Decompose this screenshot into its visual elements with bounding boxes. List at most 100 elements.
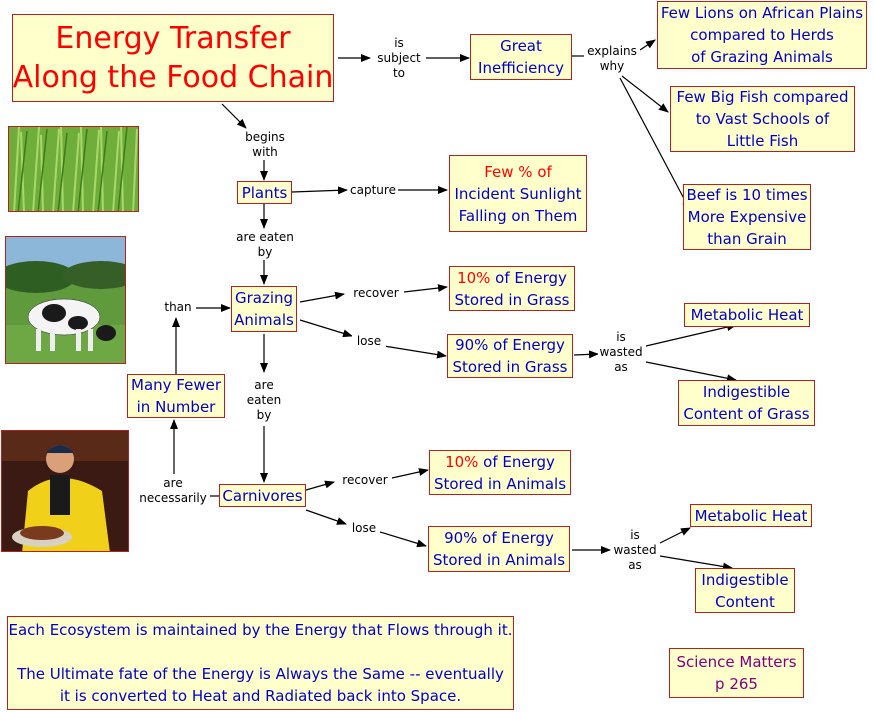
link-is-wasted-as-1: is wasted as (598, 330, 644, 375)
source-line-1: Science Matters (676, 653, 797, 671)
arrow-lose1-90pct (383, 345, 447, 359)
link-are-necessarily: are necessarily (136, 476, 210, 506)
link-capture: capture (348, 183, 398, 198)
is-wasted-as-1-line-2: wasted (599, 345, 643, 359)
arrow-carnivores-recover2 (305, 480, 335, 491)
indigestible-content-line-1: Indigestible (701, 570, 789, 589)
arrow-lose2-90pct (379, 531, 427, 548)
arrow-grazing-recover1 (299, 291, 345, 303)
lose-grass-line-2: Stored in Grass (452, 358, 568, 376)
arrow-explains-beef (619, 77, 691, 211)
source-line-2: p 265 (715, 675, 758, 693)
indigestible-grass-line-2: Content of Grass (683, 405, 810, 423)
link-recover-1: recover (348, 286, 404, 301)
ecosystem-note: Each Ecosystem is maintained by the Ener… (7, 616, 514, 710)
node-few-percent-sunlight: Few % of Incident Sunlight Falling on Th… (449, 155, 587, 232)
are-necessarily-line-2: necessarily (139, 491, 207, 505)
diagram-title: Energy Transfer Along the Food Chain (12, 14, 334, 102)
node-beef: Beef is 10 times More Expensive than Gra… (683, 184, 811, 250)
node-few-big-fish: Few Big Fish compared to Vast Schools of… (670, 86, 855, 152)
arrow-wasted-indigestible2 (659, 555, 733, 571)
node-grazing-animals: Grazing Animals (231, 286, 297, 332)
note-line-1: Each Ecosystem is maintained by the Ener… (8, 621, 513, 639)
link-are-eaten-by-1: are eaten by (232, 230, 298, 260)
few-lions-line-2: compared to Herds (690, 26, 834, 44)
source-citation: Science Matters p 265 (669, 648, 804, 698)
recover-animals-line-1-rest: of Energy (478, 452, 555, 471)
is-wasted-as-1-line-3: as (614, 360, 628, 374)
lose-grass-line-1: 90% of Energy (455, 336, 565, 354)
recover-grass-line-1-rest: of Energy (490, 268, 567, 287)
beef-line-2: More Expensive (687, 208, 807, 226)
recover-grass-red: 10% (457, 268, 491, 287)
arrow-recover1-10pct (403, 284, 448, 293)
is-wasted-as-2-line-1: is (630, 528, 640, 542)
many-fewer-line-1: Many Fewer (131, 376, 221, 394)
grazing-line-1: Grazing (234, 289, 294, 307)
great-inefficiency-line-2: Inefficiency (478, 59, 564, 77)
arrow-wasted-indigestible1 (645, 361, 737, 383)
indigestible-content-line-2: Content (715, 592, 775, 611)
recover-animals-red: 10% (445, 452, 479, 471)
node-90pct-grass: 90% of Energy Stored in Grass (447, 334, 573, 378)
link-begins-with: begins with (240, 130, 290, 160)
note-line-2: The Ultimate fate of the Energy is Alway… (17, 665, 504, 683)
are-eaten-by-2-line-2: eaten (246, 393, 282, 407)
arrow-plants-capture (291, 186, 348, 195)
title-line-2: Along the Food Chain (12, 60, 334, 95)
arrow-explains-fish (621, 75, 669, 113)
explains-why-line-1: explains (587, 44, 637, 58)
is-wasted-as-2-line-2: wasted (613, 543, 657, 557)
are-necessarily-line-1: are (163, 476, 183, 490)
sunlight-line-1: Few % of (484, 161, 552, 183)
indigestible-grass-line-1: Indigestible (702, 383, 791, 401)
sunlight-line-1-rest: of (532, 162, 552, 181)
arrow-carnivores-lose2 (305, 509, 347, 525)
node-10pct-animals: 10% of Energy Stored in Animals (429, 450, 571, 495)
person-eating-photo (1, 430, 129, 552)
metabolic-heat-1-label: Metabolic Heat (690, 306, 804, 324)
is-wasted-as-1-line-1: is (616, 330, 626, 344)
few-lions-line-1: Few Lions on African Plains (660, 4, 864, 22)
grass-image (9, 127, 138, 211)
is-subject-to-line-3: to (392, 66, 406, 80)
grazing-line-2: Animals (234, 311, 294, 329)
is-subject-to-line-2: subject (377, 51, 421, 65)
node-few-lions: Few Lions on African Plains compared to … (657, 1, 867, 69)
link-explains-why: explains why (584, 44, 640, 74)
title-line-1: Energy Transfer (55, 21, 291, 56)
link-is-subject-to: is subject to (372, 36, 426, 81)
lose-animals-line-1: 90% of Energy (444, 529, 554, 547)
node-plants: Plants (237, 181, 292, 204)
few-big-fish-line-2: to Vast Schools of (695, 110, 830, 128)
are-eaten-by-1-line-2: by (257, 245, 273, 259)
are-eaten-by-2-line-1: are (254, 378, 274, 392)
few-big-fish-line-1: Few Big Fish compared (676, 88, 849, 106)
note-line-3: it is converted to Heat and Radiated bac… (59, 687, 462, 705)
arrow-90grass-wasted (573, 350, 599, 359)
sunlight-line-3: Falling on Them (458, 206, 578, 225)
node-indigestible-content: Indigestible Content (695, 568, 795, 613)
metabolic-heat-2-label: Metabolic Heat (694, 506, 808, 525)
plants-label: Plants (241, 183, 288, 202)
node-many-fewer: Many Fewer in Number (127, 374, 225, 418)
great-inefficiency-line-1: Great (500, 37, 542, 55)
recover-grass-line-1: 10% of Energy (457, 267, 567, 289)
few-big-fish-line-3: Little Fish (726, 132, 799, 150)
arrow-recover2-10pct (391, 468, 429, 479)
few-lions-line-3: of Grazing Animals (691, 48, 833, 66)
lose-animals-line-2: Stored in Animals (432, 551, 566, 569)
node-indigestible-grass: Indigestible Content of Grass (678, 380, 815, 426)
begins-with-line-1: begins (245, 130, 285, 144)
note-spacer (8, 641, 513, 663)
grass-photo (8, 126, 139, 212)
link-than: than (160, 300, 196, 315)
recover-grass-line-2: Stored in Grass (454, 290, 570, 309)
node-carnivores: Carnivores (219, 484, 306, 507)
arrow-title-begins (221, 103, 247, 129)
many-fewer-line-2: in Number (136, 398, 216, 416)
is-wasted-as-2-line-3: as (628, 558, 642, 572)
begins-with-line-2: with (252, 145, 278, 159)
node-great-inefficiency: Great Inefficiency (470, 34, 572, 80)
arrow-grazing-lose1 (299, 319, 353, 338)
